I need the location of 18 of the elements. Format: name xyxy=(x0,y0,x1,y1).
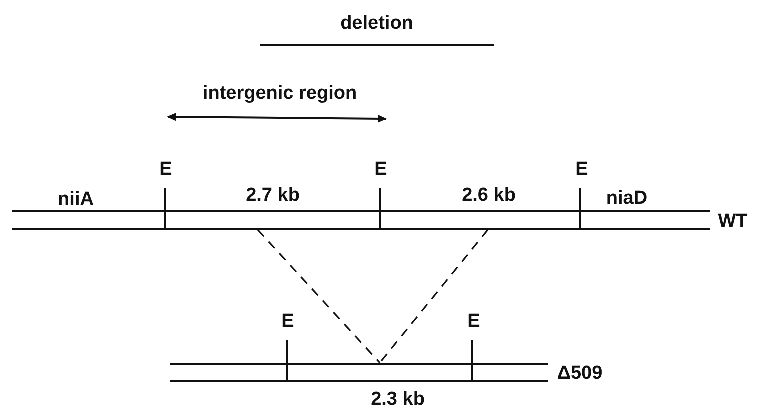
strand-label: Δ509 xyxy=(557,363,603,385)
site-label: E xyxy=(160,159,172,181)
site-label: E xyxy=(282,311,294,333)
gene-label: niiA xyxy=(58,189,94,211)
strand-label: WT xyxy=(718,211,748,233)
gene-label: niaD xyxy=(606,188,648,210)
dna-strand xyxy=(170,363,548,382)
size-label: 2.3 kb xyxy=(371,389,425,411)
dashed-line xyxy=(379,230,489,364)
site-label: E xyxy=(374,159,388,181)
dna-strand xyxy=(12,210,710,230)
dashed-line xyxy=(257,229,381,364)
region-label: intergenic region xyxy=(202,83,358,105)
size-label: 2.6 kb xyxy=(462,185,516,207)
region-label: deletion xyxy=(340,13,414,35)
size-label: 2.7 kb xyxy=(246,185,300,207)
site-label: E xyxy=(468,311,480,333)
site-label: E xyxy=(576,159,588,181)
